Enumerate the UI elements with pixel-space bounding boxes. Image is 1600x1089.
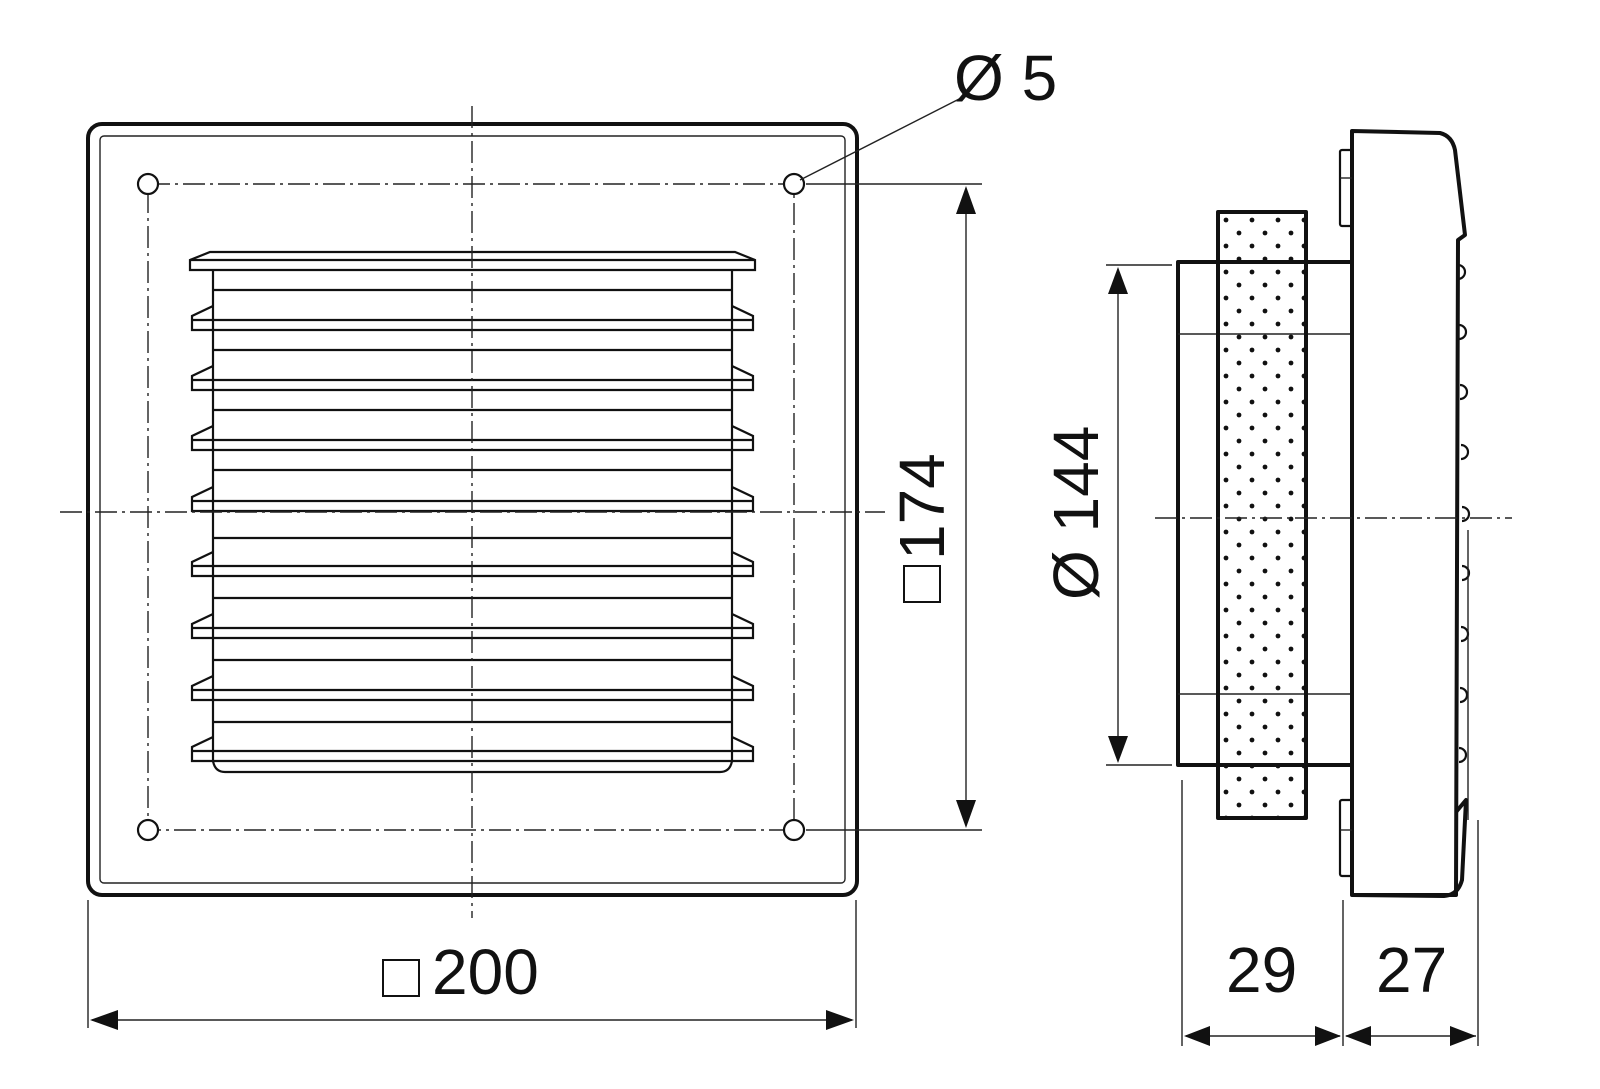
dimension-174: 174 <box>806 183 982 831</box>
dimension-200: 200 <box>87 900 857 1030</box>
mounting-hole-bottom-left <box>136 818 160 842</box>
hole-diameter-callout: Ø 5 <box>799 42 1057 181</box>
grille-depth-value: 27 <box>1376 934 1447 1006</box>
outer-size-value: 200 <box>432 936 539 1008</box>
dimension-144: Ø 144 <box>1040 264 1172 766</box>
hole-spacing-value: 174 <box>886 453 958 560</box>
dimension-depths: 29 27 <box>1181 780 1479 1046</box>
front-view <box>60 106 885 918</box>
insect-mesh <box>1216 210 1308 820</box>
mounting-holes <box>136 172 806 842</box>
grille-plate-profile <box>1350 129 1467 897</box>
mounting-hole-bottom-right <box>782 818 806 842</box>
hole-diameter-label: Ø 5 <box>954 42 1057 114</box>
mounting-hole-top-left <box>136 172 160 196</box>
duct-depth-value: 29 <box>1226 934 1297 1006</box>
side-view <box>1155 129 1512 898</box>
hole-pattern-centerline <box>147 183 795 831</box>
duct-diameter-label: Ø 144 <box>1040 426 1112 600</box>
mounting-hole-top-right <box>782 172 806 196</box>
